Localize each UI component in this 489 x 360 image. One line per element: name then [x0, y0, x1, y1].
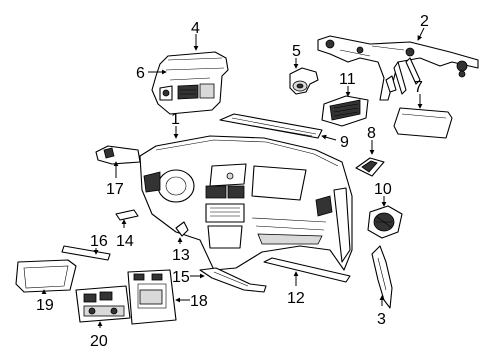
callout-20: 20 — [90, 333, 108, 350]
part-sensor — [289, 67, 319, 95]
callout-5: 5 — [292, 43, 301, 60]
callout-17: 17 — [106, 181, 124, 198]
part-cross-car-beam — [317, 35, 479, 101]
part-lower-trim-panel — [15, 259, 77, 293]
part-side-vent-round — [367, 205, 403, 239]
part-center-bezel — [127, 269, 177, 325]
part-defrost-grille — [219, 113, 323, 139]
callout-18: 18 — [190, 293, 208, 310]
part-bracket — [199, 267, 267, 293]
leader-lines — [41, 27, 425, 328]
callout-15: 15 — [172, 269, 190, 286]
part-climate-control — [75, 285, 131, 323]
callout-6: 6 — [136, 65, 145, 82]
callout-16: 16 — [90, 233, 108, 250]
callout-9: 9 — [340, 134, 349, 151]
callout-3: 3 — [377, 311, 386, 328]
part-clip — [175, 221, 189, 237]
callout-8: 8 — [367, 125, 376, 142]
callout-12: 12 — [287, 290, 305, 307]
part-center-duct — [151, 51, 229, 115]
part-instrument-panel — [139, 135, 353, 271]
callout-13: 13 — [172, 247, 190, 264]
callout-2: 2 — [420, 13, 429, 30]
callout-4: 4 — [191, 20, 200, 37]
callout-10: 10 — [374, 181, 392, 198]
callout-11: 11 — [339, 71, 356, 88]
part-vent-bezel — [355, 157, 385, 177]
part-cluster-bezel — [95, 145, 141, 165]
callout-19: 19 — [36, 297, 54, 314]
part-end-cap — [371, 245, 393, 309]
callout-7: 7 — [414, 79, 423, 96]
part-glove-box-door — [393, 107, 453, 139]
part-lower-strip — [263, 257, 351, 283]
part-side-vent-upper — [321, 95, 369, 127]
part-small-trim — [115, 209, 139, 221]
callout-1: 1 — [171, 111, 180, 128]
callout-14: 14 — [116, 233, 134, 250]
